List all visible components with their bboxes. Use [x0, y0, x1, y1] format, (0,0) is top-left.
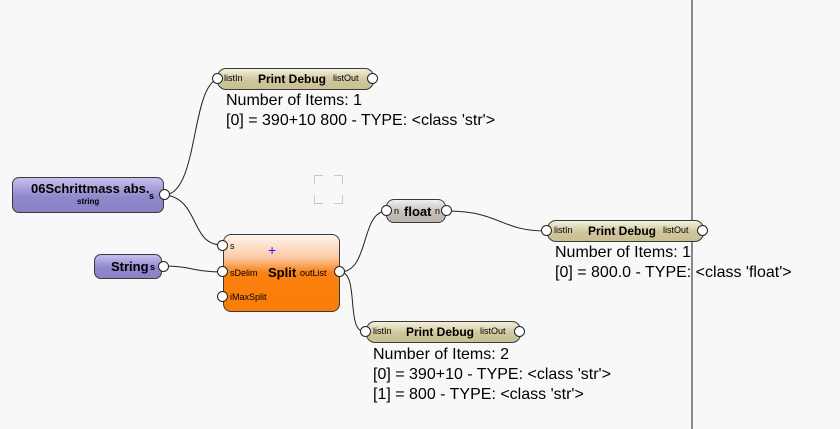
debug-line: Number of Items: 1	[226, 92, 363, 109]
debug-output-float: Number of Items: 1 [0] = 800.0 - TYPE: <…	[555, 243, 792, 283]
port-split-outlist[interactable]	[334, 266, 345, 277]
node-title: 06Schrittmass abs.	[31, 181, 150, 196]
debug-line: Number of Items: 2	[373, 346, 510, 363]
crosshair-icon: +	[268, 242, 277, 258]
node-title: String	[111, 259, 149, 274]
port-debug-top-out[interactable]	[367, 73, 378, 84]
node-subtitle: string	[77, 197, 100, 206]
port-label-listin: listIn	[224, 73, 243, 83]
float-node[interactable]: n float n	[386, 199, 446, 223]
split-node[interactable]: s sDelim iMaxSplit Split outList +	[223, 234, 340, 312]
debug-output-split: Number of Items: 2 [0] = 390+10 - TYPE: …	[373, 345, 611, 405]
port-debug-float-in[interactable]	[541, 225, 552, 236]
port-debug-float-out[interactable]	[697, 225, 708, 236]
debug-line: [1] = 800 - TYPE: <class 'str'>	[373, 386, 584, 403]
port-label-n-in: n	[394, 206, 400, 216]
debug-line: [0] = 800.0 - TYPE: <class 'float'>	[555, 264, 792, 281]
port-split-imaxsplit[interactable]	[217, 291, 228, 302]
port-label-outlist: outList	[300, 268, 327, 278]
node-title: Print Debug	[406, 325, 474, 339]
param-node-string[interactable]: String s	[94, 254, 162, 279]
debug-line: Number of Items: 1	[555, 244, 692, 261]
param-node-schrittmass[interactable]: 06Schrittmass abs. string s	[12, 177, 164, 213]
port-debug-split-out[interactable]	[514, 326, 525, 337]
port-split-sdelim[interactable]	[217, 266, 228, 277]
node-title: Print Debug	[588, 224, 656, 238]
wire-split-to-float[interactable]	[339, 210, 388, 273]
port-debug-top-in[interactable]	[212, 73, 223, 84]
port-label-listout: listOut	[480, 326, 506, 336]
port-label-s: s	[230, 241, 235, 251]
port-string-out[interactable]	[158, 261, 169, 272]
port-label-listout: listOut	[333, 73, 359, 83]
node-title: Split	[268, 265, 297, 280]
port-label-listout: listOut	[663, 225, 689, 235]
print-debug-node-split[interactable]: listIn Print Debug listOut	[366, 321, 521, 343]
port-schrittmass-out[interactable]	[159, 189, 170, 200]
node-title: float	[404, 204, 432, 219]
port-split-s[interactable]	[217, 240, 228, 251]
port-label-s: s	[150, 262, 156, 272]
port-debug-split-in[interactable]	[360, 326, 371, 337]
print-debug-node-float[interactable]: listIn Print Debug listOut	[547, 220, 704, 242]
wire-param-to-debug-top[interactable]	[165, 77, 223, 196]
port-label-n-out: n	[435, 206, 441, 216]
port-label-sdelim: sDelim	[230, 268, 258, 278]
debug-line: [0] = 390+10 - TYPE: <class 'str'>	[373, 366, 611, 383]
port-label-listin: listIn	[554, 225, 573, 235]
debug-output-top: Number of Items: 1 [0] = 390+10 800 - TY…	[226, 91, 495, 131]
port-float-out[interactable]	[441, 205, 452, 216]
print-debug-node-top[interactable]: listIn Print Debug listOut	[217, 68, 374, 90]
wire-string-to-split-sdelim[interactable]	[163, 265, 223, 273]
port-label-listin: listIn	[373, 326, 392, 336]
node-title: Print Debug	[258, 72, 326, 86]
port-label-imaxsplit: iMaxSplit	[230, 292, 267, 302]
wire-split-to-debug-split[interactable]	[339, 271, 366, 333]
wire-param-to-split-s[interactable]	[165, 194, 223, 246]
wire-float-to-debug-float[interactable]	[446, 210, 547, 232]
port-float-in[interactable]	[381, 205, 392, 216]
panel-divider[interactable]	[691, 0, 693, 429]
debug-line: [0] = 390+10 800 - TYPE: <class 'str'>	[226, 112, 496, 129]
port-label-s: s	[149, 191, 155, 201]
